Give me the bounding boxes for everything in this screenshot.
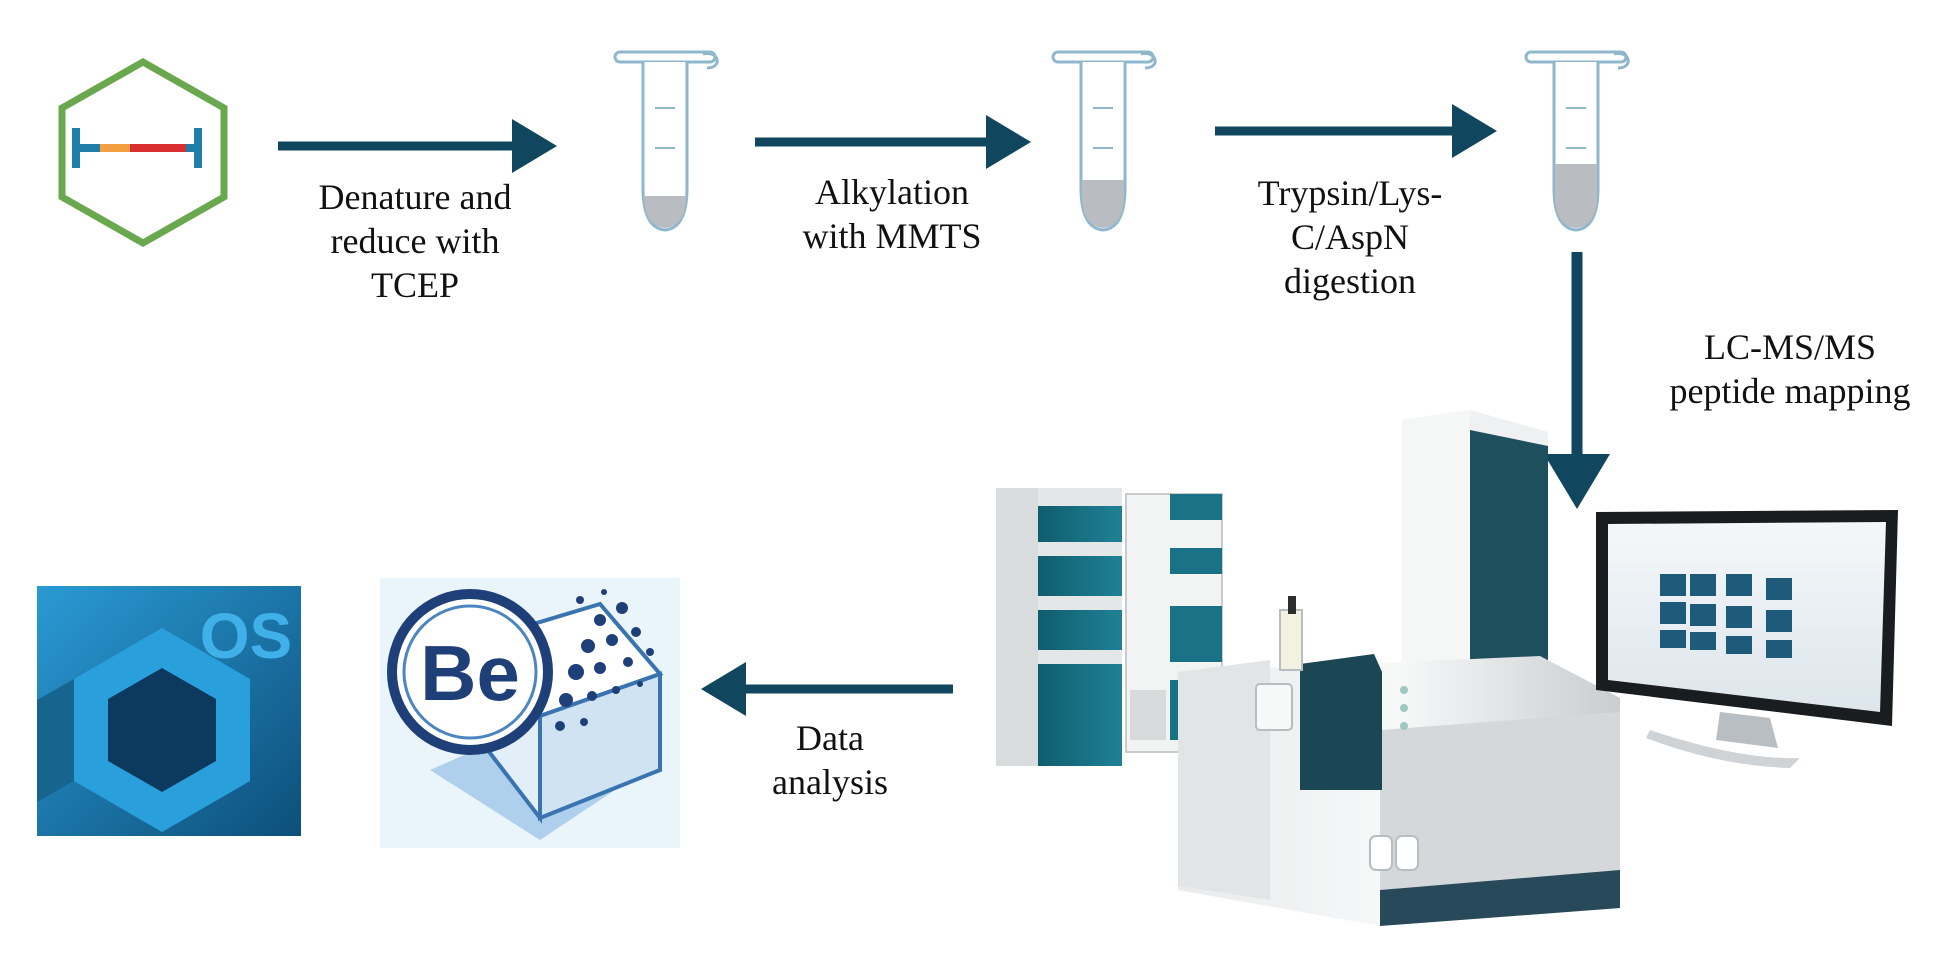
lc-ms-instrument-image [996, 410, 1620, 926]
tube-icon [1524, 50, 1630, 232]
step-label-line: Data [796, 718, 864, 758]
os-logo: OS [37, 586, 301, 836]
be-logo-text: Be [420, 629, 520, 717]
step-label-denature: Denature and reduce with TCEP [255, 175, 575, 307]
be-logo: Be [380, 578, 680, 848]
step-label-digestion: Trypsin/Lys- C/AspN digestion [1210, 171, 1490, 303]
step-label-line: digestion [1284, 261, 1416, 301]
step-label-analysis: Data analysis [720, 716, 940, 804]
step-label-line: peptide mapping [1669, 371, 1911, 411]
step-label-line: LC-MS/MS [1703, 327, 1877, 367]
step-label-alkylation: Alkylation with MMTS [752, 170, 1032, 258]
step-label-line: reduce with [330, 221, 500, 261]
antibody-hexagon-icon [58, 57, 228, 248]
tube-icon [1051, 50, 1157, 232]
step-label-line: Alkylation [815, 172, 969, 212]
step-label-line: C/AspN [1290, 217, 1410, 257]
step-label-line: Denature and [318, 177, 512, 217]
step-label-line: with MMTS [802, 216, 982, 256]
os-logo-text: OS [200, 600, 292, 672]
step-label-line: TCEP [370, 265, 459, 305]
step-label-line: Trypsin/Lys- [1257, 173, 1443, 213]
monitor-image [1596, 510, 1898, 768]
tube-icon [613, 50, 719, 232]
step-label-lcms: LC-MS/MS peptide mapping [1640, 325, 1940, 413]
step-label-line: analysis [772, 762, 888, 802]
